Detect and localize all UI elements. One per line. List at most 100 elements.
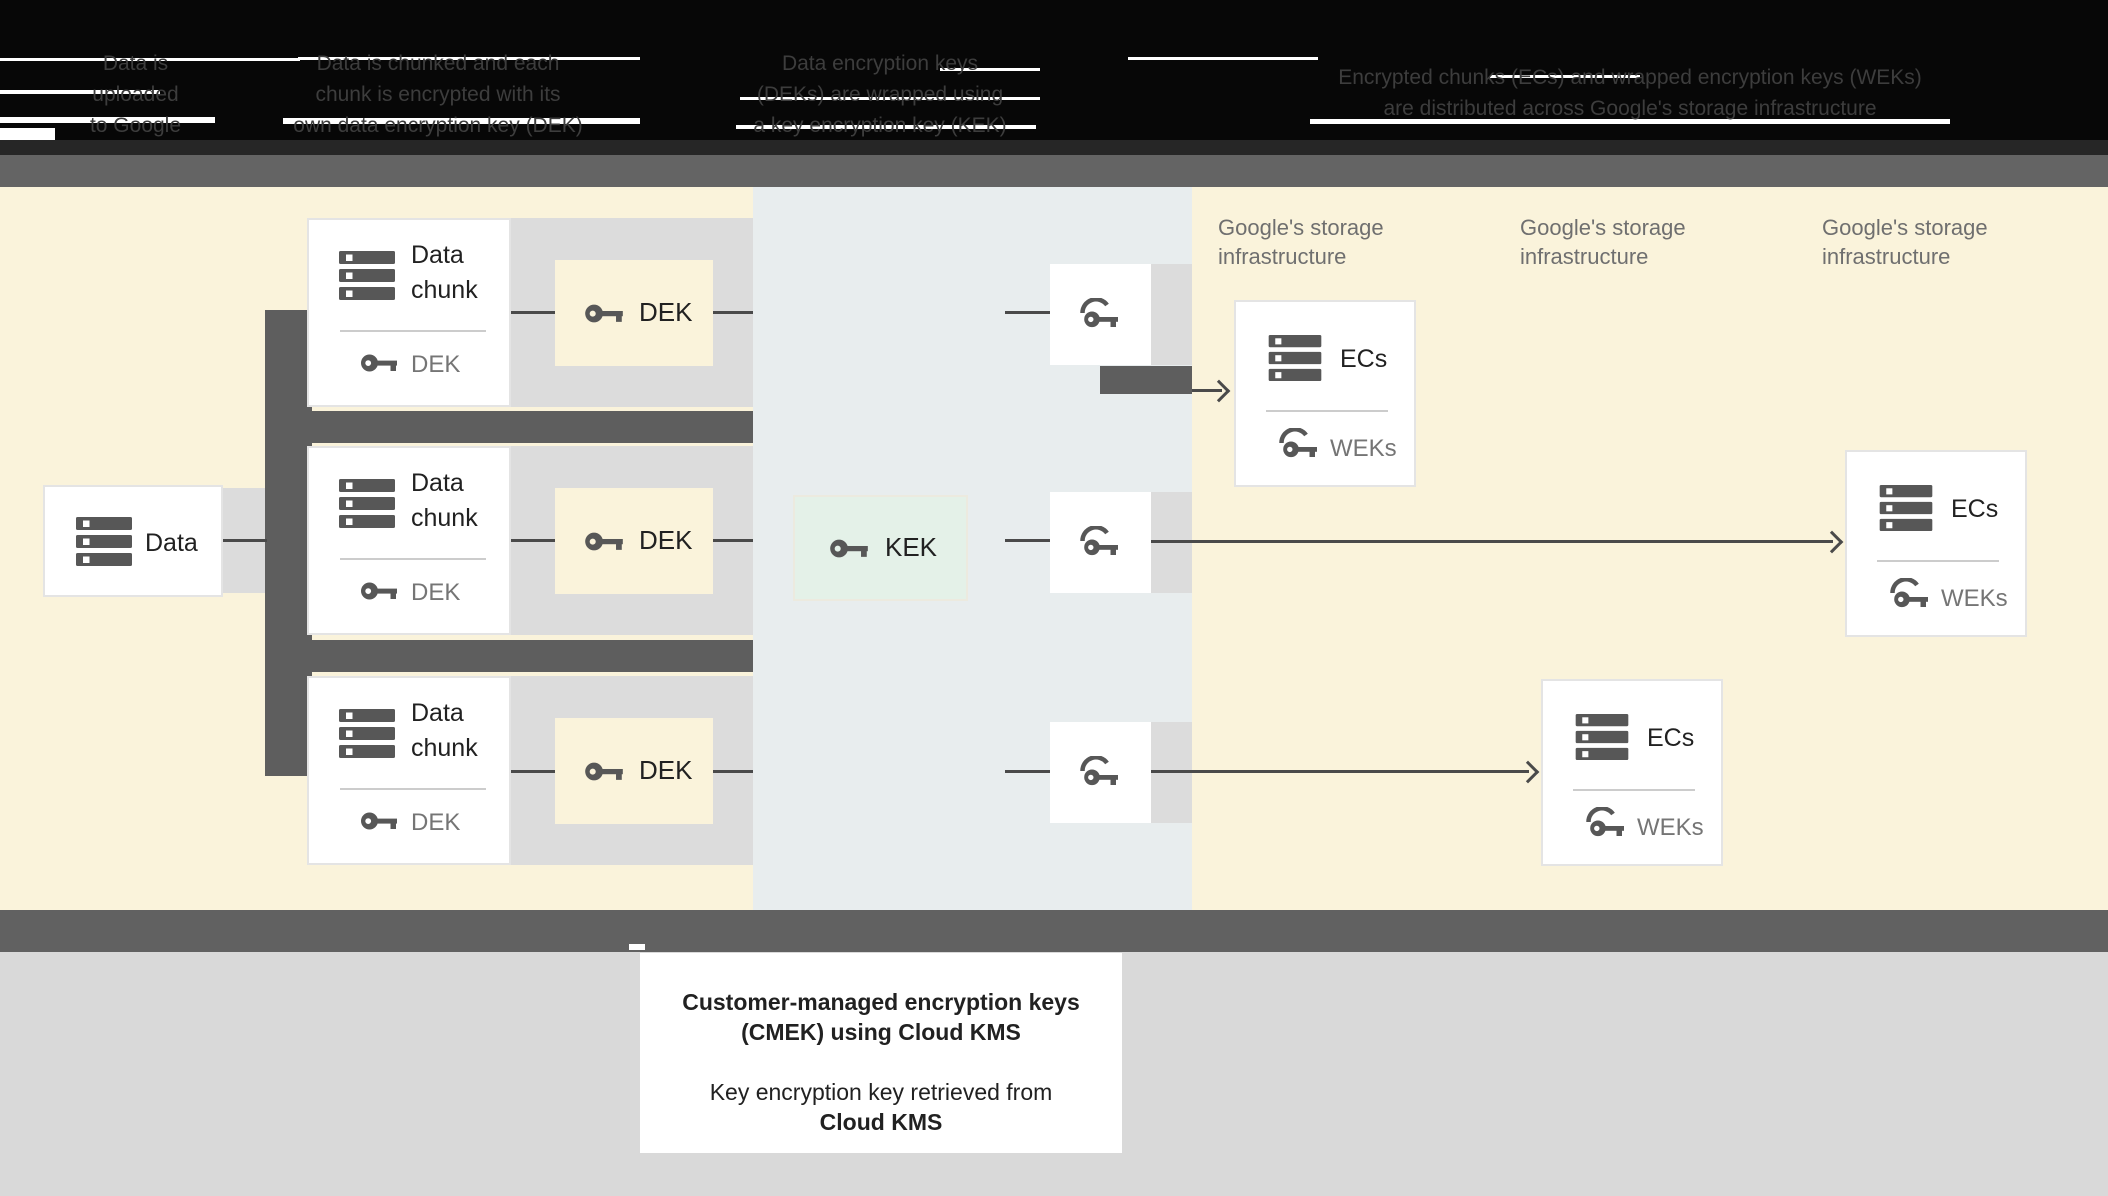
divider xyxy=(340,788,486,790)
arrow-line-to-ecs-1 xyxy=(1192,389,1222,392)
arrow-line-to-ecs-3 xyxy=(1151,770,1529,773)
header-redacted-bar: Data is uploaded to Google Data is chunk… xyxy=(0,0,2108,140)
wrapped-key-box-3 xyxy=(1050,722,1151,823)
wrapped-key-icon xyxy=(1077,526,1123,558)
caption-upload: Data is uploaded to Google xyxy=(48,48,223,141)
data-box-label: Data xyxy=(145,529,198,557)
ecs-box-2: ECs WEKs xyxy=(1845,450,2027,637)
flow-line xyxy=(511,311,557,314)
storage-label-2: Google's storage infrastructure xyxy=(1520,213,1750,271)
divider xyxy=(1877,560,1999,562)
caption-line: Data is xyxy=(102,52,169,75)
kek-box: KEK xyxy=(793,495,968,601)
data-chunk-box-1: Data chunk DEK xyxy=(307,218,511,407)
branch-trunk xyxy=(265,310,312,776)
ecs-title: ECs xyxy=(1951,495,1999,523)
flow-line xyxy=(223,539,267,542)
wrapped-key-icon xyxy=(1077,756,1123,788)
wrapped-key-icon xyxy=(1276,428,1322,460)
bottom-gray-band xyxy=(0,910,2108,952)
branch-bar-1 xyxy=(265,411,753,443)
arrow-line-to-ecs-2 xyxy=(1151,540,1833,543)
storage-label-line: infrastructure xyxy=(1520,244,1649,269)
branch-bar-2 xyxy=(265,640,753,672)
arrowhead-icon xyxy=(1516,760,1540,784)
chunk-title-line: chunk xyxy=(411,734,478,762)
caption-distribution: Encrypted chunks (ECs) and wrapped encry… xyxy=(1300,62,1960,124)
database-icon xyxy=(76,517,132,566)
callout-title-line: (CMEK) using Cloud KMS xyxy=(741,1019,1021,1045)
caption-line: Data is chunked and each xyxy=(316,52,560,75)
arrowhead-icon xyxy=(1207,379,1231,403)
database-icon xyxy=(339,709,395,758)
key-icon xyxy=(585,532,623,551)
caption-line: are distributed across Google's storage … xyxy=(1383,97,1877,120)
caption-line: to Google xyxy=(89,114,182,137)
data-chunk-box-3: Data chunk DEK xyxy=(307,676,511,865)
callout-title: Customer-managed encryption keys (CMEK) … xyxy=(640,987,1122,1047)
key-box-slab-1 xyxy=(1151,264,1192,365)
divider xyxy=(1573,789,1695,791)
chunk-title-line: Data xyxy=(411,699,464,727)
database-icon xyxy=(339,479,395,528)
divider xyxy=(340,558,486,560)
chunk-key-label: DEK xyxy=(411,351,461,378)
caption-line: a key encryption key (KEK) xyxy=(753,114,1007,137)
storage-label-1: Google's storage infrastructure xyxy=(1218,213,1448,271)
wrapped-key-icon xyxy=(1583,807,1629,839)
data-chunk-box-2: Data chunk DEK xyxy=(307,446,511,635)
database-icon xyxy=(1268,335,1322,382)
flow-line xyxy=(1005,770,1050,773)
flow-line xyxy=(1005,539,1050,542)
storage-label-line: infrastructure xyxy=(1218,244,1347,269)
key-icon xyxy=(585,304,623,323)
callout-body: Key encryption key retrieved from Cloud … xyxy=(640,1077,1122,1137)
caption-line: own data encryption key (DEK) xyxy=(293,114,583,137)
callout-body-line: Key encryption key retrieved from xyxy=(709,1079,1053,1105)
diagram-canvas: Data Data chunk DEK Data chunk DEK xyxy=(0,187,2108,910)
dek-label: DEK xyxy=(639,755,693,785)
flow-line xyxy=(511,770,557,773)
arrowhead-icon xyxy=(1820,530,1844,554)
callout-title-line: Customer-managed encryption keys xyxy=(682,989,1080,1015)
wrapped-key-box-1 xyxy=(1050,264,1151,365)
caption-chunking: Data is chunked and each chunk is encryp… xyxy=(268,48,608,141)
database-icon xyxy=(1879,485,1933,532)
ecs-title: ECs xyxy=(1340,345,1388,373)
key-icon xyxy=(830,539,868,558)
storage-label-line: Google's storage xyxy=(1520,215,1686,240)
chunk-title-line: chunk xyxy=(411,504,478,532)
chunk-key-label: DEK xyxy=(411,809,461,836)
wrapped-key-connector-bar xyxy=(1100,366,1192,394)
kek-label: KEK xyxy=(885,532,938,562)
flow-line xyxy=(713,770,753,773)
weks-label: WEKs xyxy=(1637,814,1704,841)
key-icon xyxy=(361,354,397,372)
callout-box: Customer-managed encryption keys (CMEK) … xyxy=(640,953,1122,1153)
caption-line: chunk is encrypted with its xyxy=(315,83,561,106)
data-box: Data xyxy=(43,485,223,597)
chunk-key-label: DEK xyxy=(411,579,461,606)
caption-wrapping: Data encryption keys (DEKs) are wrapped … xyxy=(730,48,1030,141)
flow-line xyxy=(1005,311,1050,314)
wrapped-key-box-2 xyxy=(1050,492,1151,593)
chunk-title: Data chunk xyxy=(411,696,478,766)
caption-line: uploaded xyxy=(92,83,179,106)
ecs-box-3: ECs WEKs xyxy=(1541,679,1723,866)
wrapped-key-icon xyxy=(1077,298,1123,330)
chunk-title: Data chunk xyxy=(411,238,478,308)
divider xyxy=(340,330,486,332)
dek-box-3: DEK xyxy=(555,718,713,824)
storage-label-line: Google's storage xyxy=(1822,215,1988,240)
weks-label: WEKs xyxy=(1330,435,1397,462)
database-icon xyxy=(1575,714,1629,761)
chunk-title: Data chunk xyxy=(411,466,478,536)
dek-box-2: DEK xyxy=(555,488,713,594)
flow-line xyxy=(713,311,753,314)
storage-label-line: Google's storage xyxy=(1218,215,1384,240)
dek-label: DEK xyxy=(639,525,693,555)
wrapped-key-icon xyxy=(1887,578,1933,610)
key-icon xyxy=(361,582,397,600)
ecs-box-1: ECs WEKs xyxy=(1234,300,1416,487)
